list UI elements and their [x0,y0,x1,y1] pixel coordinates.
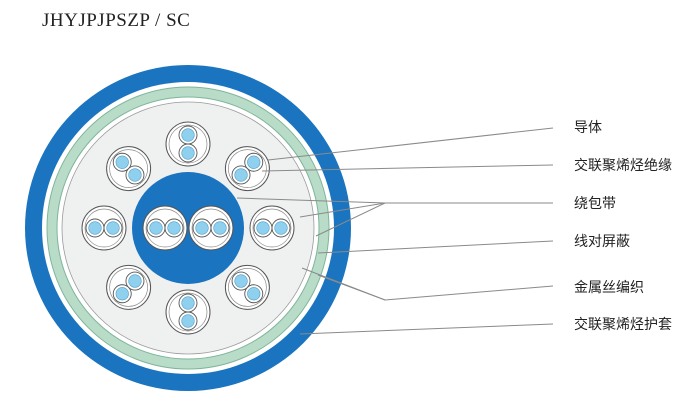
outer-pair-5-conductor-1 [181,296,195,310]
inner-pair-1-conductor-2 [167,221,181,235]
leader-insulation [261,164,554,172]
label-insulation: 交联聚烯烃绝缘 [574,158,672,174]
leader-tape-c [315,202,386,237]
leader-tape-a [236,197,386,204]
outer-pair-6-conductor-2 [115,287,129,301]
label-wrapping-tape: 绕包带 [574,196,616,212]
outer-pair-1-shield [168,124,208,164]
leader-lines [236,127,554,335]
center-core [132,172,244,284]
outer-pair-2-shield [228,149,267,188]
outer-pair-7-conductor-1 [88,221,102,235]
outer-pair-8-conductor-1 [115,155,129,169]
outer-pair-1-conductor-2 [181,146,195,160]
outer-pair-3-shield [252,208,292,248]
outer-pair-4-conductor-1 [234,274,248,288]
pair-group [81,121,295,335]
leader-braid-c [384,285,554,301]
label-conductor: 导体 [574,120,602,136]
outer-pair-4-conductor-2 [247,287,261,301]
leader-pair-shield [317,240,554,254]
outer-pair-8-shield [109,149,148,188]
leader-braid-b [317,274,386,301]
inner-pair-2-conductor-2 [213,221,227,235]
outer-pair-6-conductor-1 [128,274,142,288]
outer-pair-1-conductor-1 [181,128,195,142]
outer-pair-4-shield [228,268,267,307]
leader-sheath [299,323,554,335]
outer-pair-7-shield [84,208,124,248]
outer-pair-3-conductor-2 [274,221,288,235]
diagram-title: JHYJPJPSZP / SC [42,10,191,31]
label-wire-braid: 金属丝编织 [574,280,644,296]
outer-pair-2-conductor-1 [247,155,261,169]
leader-tape-b [299,202,386,218]
inner-pair-2-shield [191,208,231,248]
inner-pair-1-shield [145,208,185,248]
outer-pair-8-conductor-2 [128,168,142,182]
outer-pair-5-conductor-2 [181,314,195,328]
outer-pair-6-shield [109,268,148,307]
label-outer-sheath: 交联聚烯烃护套 [574,317,672,333]
leader-conductor [267,127,554,161]
label-pair-shield: 线对屏蔽 [574,234,630,250]
outer-pair-5-shield [168,292,208,332]
outer-pair-2-conductor-2 [234,168,248,182]
inner-pair-1-conductor-1 [149,221,163,235]
outer-pair-3-conductor-1 [256,221,270,235]
inner-pair-2-conductor-1 [195,221,209,235]
outer-pair-7-conductor-2 [106,221,120,235]
